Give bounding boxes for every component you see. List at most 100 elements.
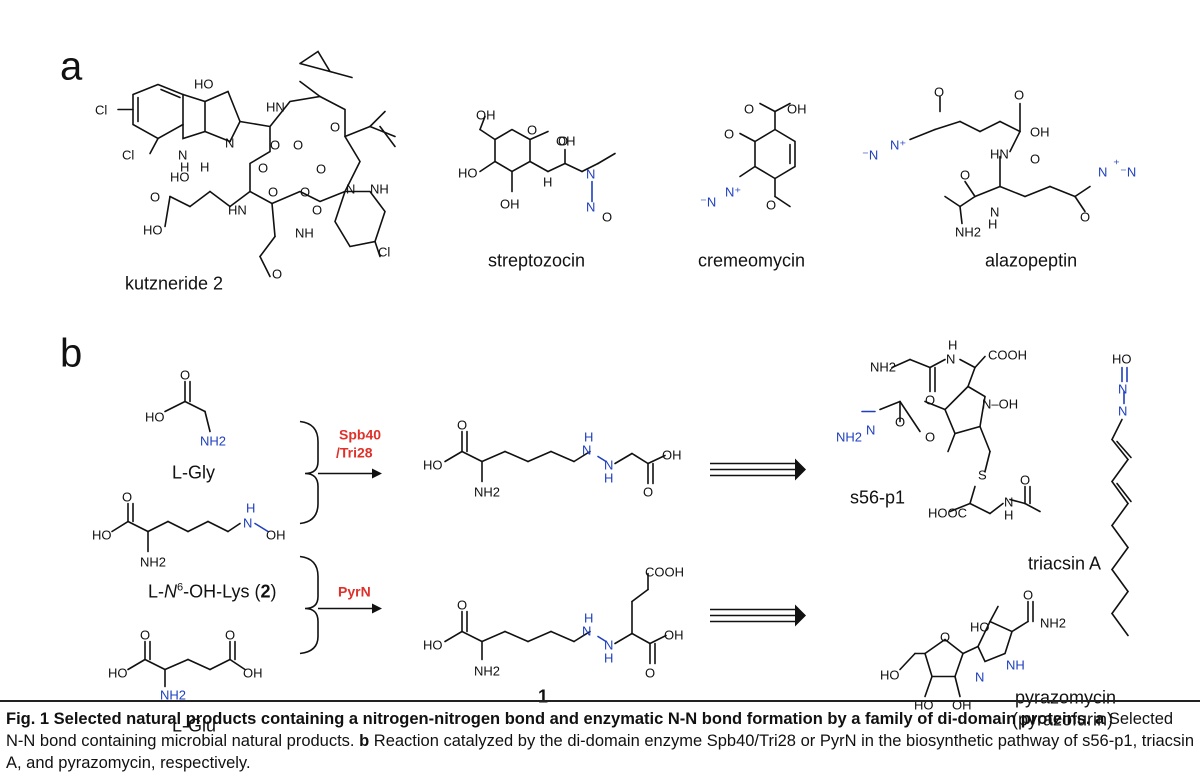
atom-o-it2: O bbox=[643, 485, 653, 500]
cremeomycin-structure bbox=[739, 102, 796, 208]
atom-o-glu1: O bbox=[140, 628, 150, 643]
substrate-gly: L-Gly bbox=[172, 463, 215, 483]
atom-nplus-a2: ⁺ bbox=[1113, 157, 1120, 172]
atom-n-pyr: N bbox=[975, 670, 984, 685]
substrate-lys: L-N6-OH-Lys (2) bbox=[148, 582, 276, 602]
product-name-pyrazofurin: (pyrazofurin) bbox=[1012, 710, 1113, 730]
atom-o-glu2: O bbox=[225, 628, 235, 643]
pyrazomycin-structure bbox=[899, 600, 1034, 698]
atom-o-c3: O bbox=[766, 198, 776, 213]
atom-o-s56-1: O bbox=[925, 393, 935, 408]
atom-o-c1: O bbox=[744, 102, 754, 117]
atom-o-a3: O bbox=[1030, 152, 1040, 167]
kutzneride-structure bbox=[117, 50, 396, 278]
product-name-triacsin: triacsin A bbox=[1028, 554, 1101, 574]
atom-o-c1-2: O bbox=[645, 666, 655, 681]
atom-oh-it1: OH bbox=[662, 448, 682, 463]
atom-hn-a1: HN bbox=[990, 147, 1009, 162]
caption-a-text: Selected N-N bond containing microbial n… bbox=[6, 710, 1174, 750]
atom-o-it1: O bbox=[457, 418, 467, 433]
atom-nh2-c1-1: NH2 bbox=[474, 664, 500, 679]
atom-o-pyr2: O bbox=[940, 630, 950, 645]
atom-oh-s2: OH bbox=[556, 134, 576, 149]
atom-nh-2: NH bbox=[295, 226, 314, 241]
atom-o-s1: O bbox=[527, 123, 537, 138]
atom-ho-lys: HO bbox=[92, 528, 112, 543]
compound-name-streptozocin: streptozocin bbox=[488, 251, 585, 271]
atom-cooh-c1: COOH bbox=[645, 565, 684, 580]
atom-oh-s1: OH bbox=[476, 108, 496, 123]
atom-cl-1: Cl bbox=[95, 103, 107, 118]
atom-n-tri-1: N bbox=[1118, 382, 1127, 397]
streptozocin-structure bbox=[479, 115, 616, 203]
enzyme-label-spb40: Spb40 bbox=[339, 427, 381, 443]
substrate-glu: L-Glu bbox=[172, 716, 216, 736]
atom-ho-gly: HO bbox=[145, 410, 165, 425]
atom-o-8: O bbox=[150, 190, 160, 205]
atom-ho-glu: HO bbox=[108, 666, 128, 681]
atom-n-s56-2: N bbox=[866, 423, 875, 438]
multistep-arrow-bottom bbox=[710, 604, 806, 627]
atom-cl-2: Cl bbox=[122, 148, 134, 163]
atom-hn-2: HN bbox=[228, 203, 247, 218]
atom-n-c1-1: N bbox=[582, 624, 591, 639]
atom-o-4: O bbox=[316, 162, 326, 177]
atom-nh2-glu: NH2 bbox=[160, 688, 186, 703]
lys-structure bbox=[111, 502, 269, 553]
atom-o-c1-1: O bbox=[457, 598, 467, 613]
atom-n-it1: N bbox=[582, 443, 591, 458]
atom-n-1: N bbox=[178, 148, 187, 163]
atom-h-it1: H bbox=[584, 430, 593, 445]
atom-h-c1-2: H bbox=[604, 651, 613, 666]
atom-oh-s3: OH bbox=[500, 197, 520, 212]
atom-nh2-gly: NH2 bbox=[200, 434, 226, 449]
atom-h-s56: H bbox=[948, 338, 957, 353]
caption-a-label: a bbox=[1095, 710, 1105, 728]
atom-noh-s56: N–OH bbox=[982, 397, 1018, 412]
atom-ho-c1-1: HO bbox=[423, 638, 443, 653]
atom-n-s2: N bbox=[586, 200, 595, 215]
atom-o-10: O bbox=[272, 267, 282, 282]
atom-nplus-a1: N⁺ bbox=[890, 138, 906, 153]
atom-h-2: H bbox=[200, 160, 209, 175]
atom-n-a2: N bbox=[1098, 165, 1107, 180]
atom-o-c2: O bbox=[724, 127, 734, 142]
atom-h2n-s56: NH2 bbox=[870, 360, 896, 375]
atom-n-3: N bbox=[346, 182, 355, 197]
atom-n-s1: N bbox=[586, 167, 595, 182]
glu-structure bbox=[127, 640, 246, 688]
atom-hn-1: HN bbox=[266, 100, 285, 115]
enzyme-label-tri28: /Tri28 bbox=[336, 445, 373, 461]
atom-s-s56: S bbox=[978, 468, 987, 483]
atom-n-it2: N bbox=[604, 458, 613, 473]
atom-ho-1: HO bbox=[194, 77, 214, 92]
compound-name-cremeomycin: cremeomycin bbox=[698, 251, 805, 271]
compound-name-kutzneride: kutzneride 2 bbox=[125, 274, 223, 294]
atom-n-lys: N bbox=[243, 516, 252, 531]
atom-hooc-s56: HOOC bbox=[928, 506, 967, 521]
atom-n-tri-2: N bbox=[1118, 404, 1127, 419]
atom-n-s56-3: N bbox=[1004, 495, 1013, 510]
s56-p1-structure bbox=[861, 355, 1041, 515]
caption-b-text: Reaction catalyzed by the di-domain enzy… bbox=[6, 732, 1195, 772]
atom-n-a1: N bbox=[990, 205, 999, 220]
atom-nplus-c1: N⁺ bbox=[725, 185, 741, 200]
product-name-s56: s56-p1 bbox=[850, 488, 905, 508]
atom-oh-c1: OH bbox=[787, 102, 807, 117]
alazopeptin-structure bbox=[909, 95, 1091, 225]
gly-structure bbox=[164, 380, 211, 433]
atom-o-lys: O bbox=[122, 490, 132, 505]
atom-oh-lys: OH bbox=[266, 528, 286, 543]
atom-nminus-a2: ⁻N bbox=[1120, 165, 1136, 180]
atom-h-c1-1: H bbox=[584, 611, 593, 626]
atom-o-a2: O bbox=[1014, 88, 1024, 103]
atom-o-a5: O bbox=[1080, 210, 1090, 225]
atom-nh-pyr: NH bbox=[1006, 658, 1025, 673]
atom-o-s56-3: O bbox=[895, 415, 905, 430]
atom-o-a1: O bbox=[934, 85, 944, 100]
atom-o-s3: O bbox=[602, 210, 612, 225]
compound-1-structure bbox=[444, 572, 667, 665]
atom-o-9: O bbox=[312, 203, 322, 218]
atom-cl-3: Cl bbox=[378, 245, 390, 260]
atom-h-lys: H bbox=[246, 501, 255, 516]
